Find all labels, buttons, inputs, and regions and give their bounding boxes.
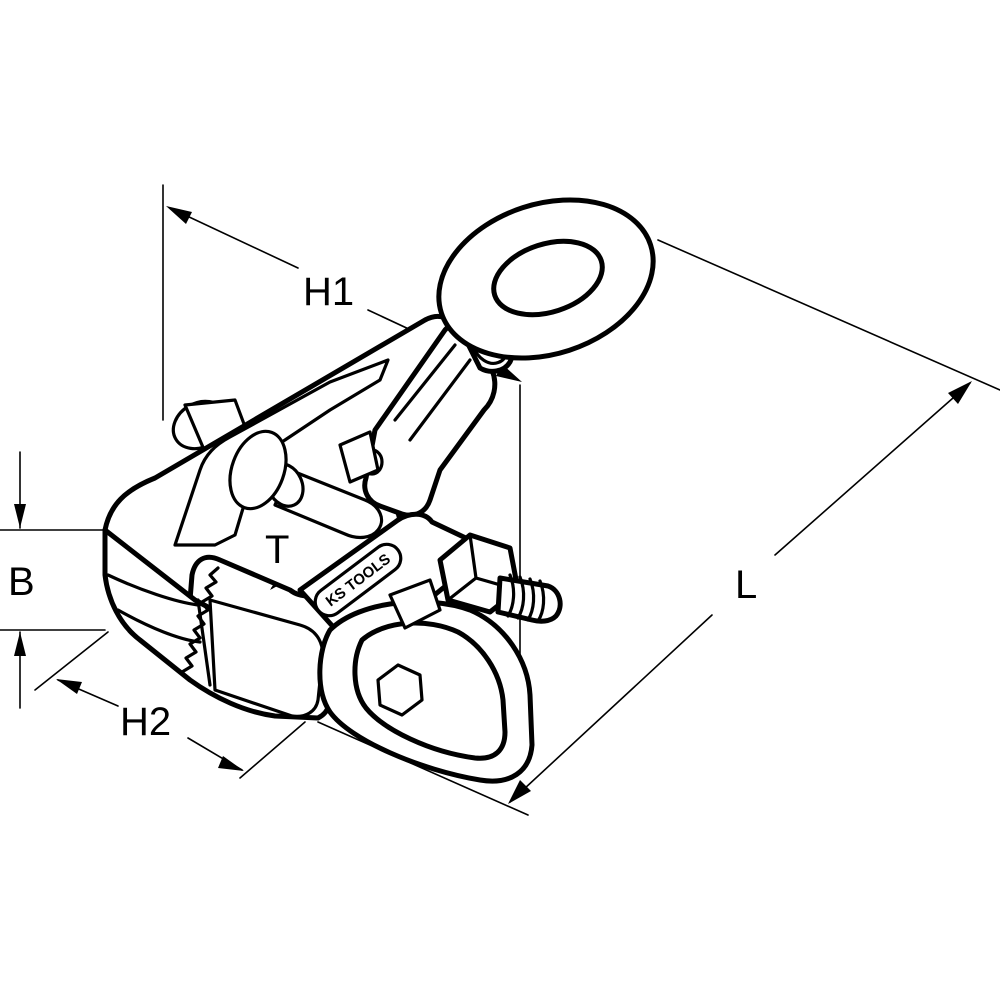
dimension-label-b: B — [8, 560, 35, 604]
dimension-label-h1: H1 — [303, 270, 354, 314]
dimension-label-l: L — [735, 563, 757, 607]
dimension-label-t: T — [265, 528, 289, 572]
pull-clamp-body — [102, 197, 656, 784]
dimension-label-h2: H2 — [120, 700, 171, 744]
dimension-lines — [0, 184, 1000, 816]
